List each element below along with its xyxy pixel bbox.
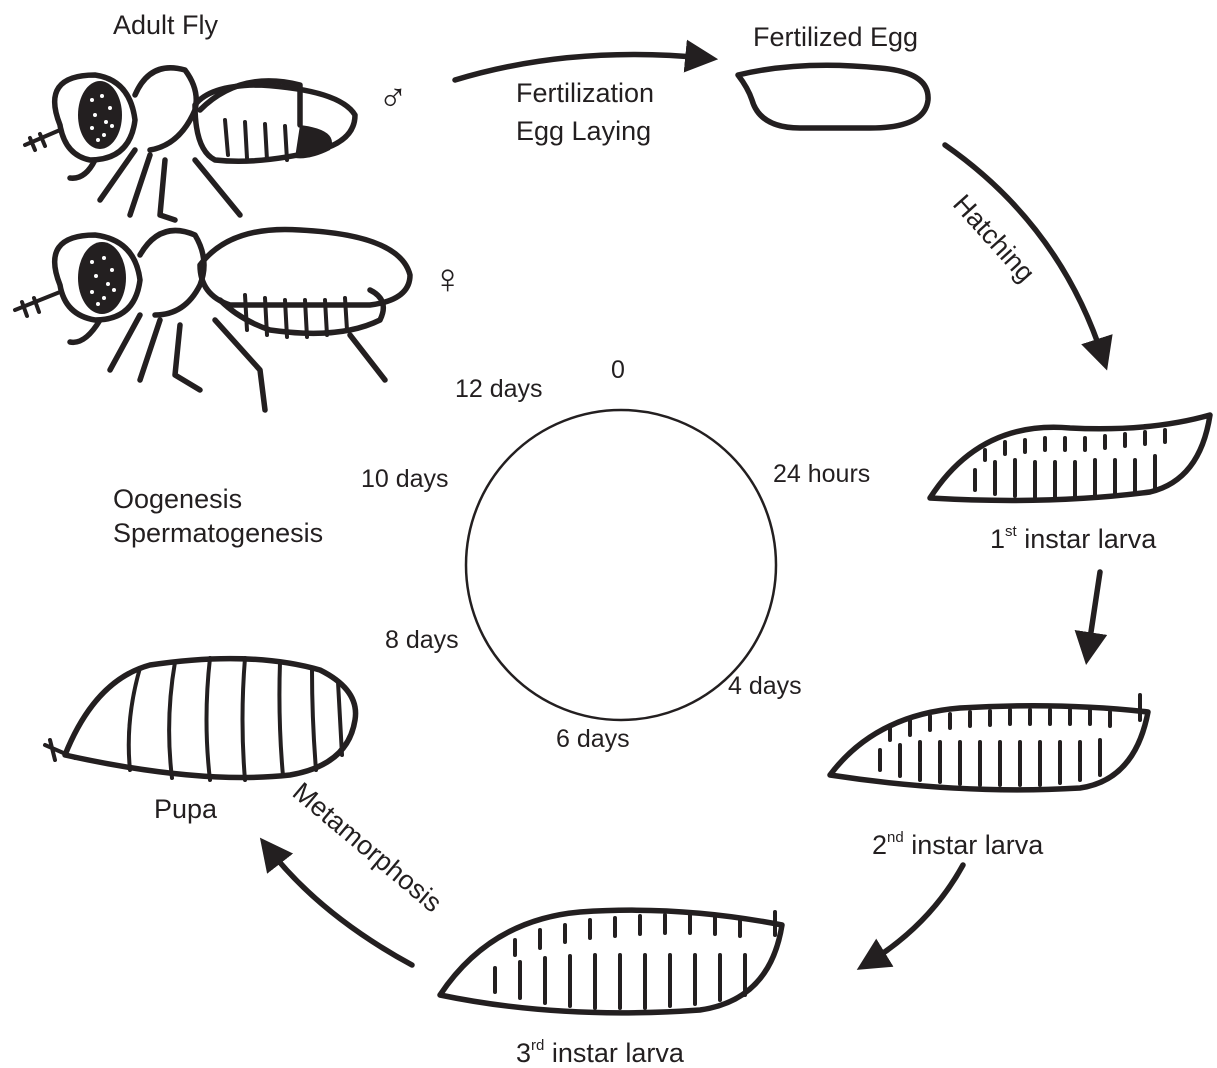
- timeline-8-days: 8 days: [385, 628, 459, 653]
- oogenesis-label: Oogenesis: [113, 486, 242, 513]
- spermatogenesis-label: Spermatogenesis: [113, 520, 323, 547]
- fertilization-label: Fertilization: [516, 80, 654, 107]
- timeline-4-days: 4 days: [728, 674, 802, 699]
- arrow-second-to-third: [868, 865, 963, 963]
- timeline-10-days: 10 days: [361, 467, 449, 492]
- egg-laying-label: Egg Laying: [516, 118, 651, 145]
- first-instar-label: 1st instar larva: [990, 524, 1156, 553]
- pupa-icon: [45, 658, 356, 780]
- arrow-fertilization: [455, 54, 705, 80]
- second-instar-label: 2nd instar larva: [872, 830, 1043, 859]
- second-instar-larva-icon: [830, 695, 1148, 790]
- first-instar-number: 1: [990, 524, 1005, 554]
- third-instar-suffix: rd: [531, 1037, 544, 1054]
- male-fly-icon: [25, 68, 355, 220]
- third-instar-number: 3: [516, 1038, 531, 1068]
- timeline-12-days: 12 days: [455, 377, 543, 402]
- timeline-0: 0: [611, 358, 625, 383]
- second-instar-number: 2: [872, 830, 887, 860]
- pupa-label: Pupa: [154, 796, 217, 823]
- timeline-24-hours: 24 hours: [773, 462, 870, 487]
- third-instar-larva-icon: [440, 910, 782, 1013]
- first-instar-text: instar larva: [1017, 524, 1157, 554]
- third-instar-label: 3rd instar larva: [516, 1038, 684, 1067]
- first-instar-suffix: st: [1005, 523, 1017, 540]
- second-instar-text: instar larva: [904, 830, 1044, 860]
- timeline-6-days: 6 days: [556, 727, 630, 752]
- third-instar-text: instar larva: [544, 1038, 684, 1068]
- second-instar-suffix: nd: [887, 829, 904, 846]
- arrow-first-to-second: [1088, 572, 1100, 652]
- fertilized-egg-label: Fertilized Egg: [753, 24, 918, 51]
- first-instar-larva-icon: [930, 415, 1210, 500]
- adult-fly-label: Adult Fly: [113, 12, 218, 39]
- female-fly-icon: [15, 229, 410, 410]
- female-symbol: ♀: [432, 258, 464, 300]
- egg-icon: [738, 65, 928, 128]
- male-symbol: ♂: [378, 78, 408, 118]
